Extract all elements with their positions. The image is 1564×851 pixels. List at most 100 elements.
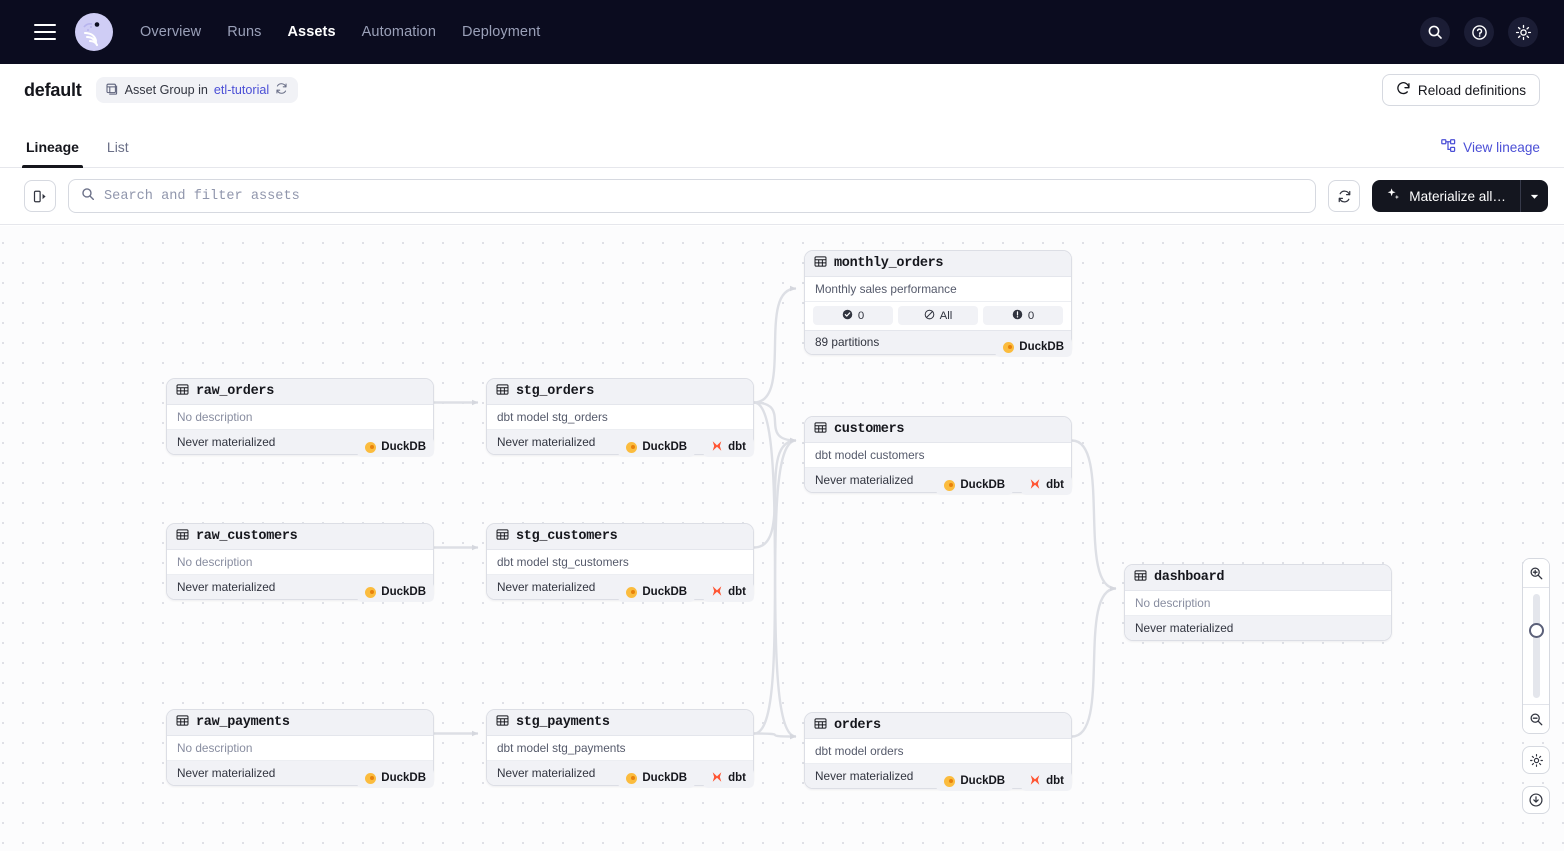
gear-icon[interactable] bbox=[1508, 17, 1538, 47]
hamburger-menu-icon[interactable] bbox=[34, 24, 56, 40]
asset-node-name: stg_payments bbox=[516, 715, 610, 730]
zoom-out-icon[interactable] bbox=[1523, 705, 1549, 733]
asset-node-monthly_orders[interactable]: monthly_orders Monthly sales performance… bbox=[804, 250, 1072, 355]
search-icon bbox=[81, 187, 95, 206]
tag-duckdb[interactable]: DuckDB bbox=[357, 768, 434, 788]
table-icon bbox=[814, 421, 827, 439]
asset-node-header: raw_payments bbox=[167, 710, 433, 736]
search-field-wrapper[interactable] bbox=[68, 179, 1317, 213]
asset-node-description: No description bbox=[167, 550, 433, 575]
refresh-graph-button[interactable] bbox=[1328, 180, 1361, 212]
asset-node-tags-raw_orders: DuckDB bbox=[166, 437, 434, 457]
graph-toolbar: Materialize all… bbox=[0, 168, 1564, 225]
materialize-all-label: Materialize all… bbox=[1409, 188, 1506, 204]
dbt-icon bbox=[1029, 478, 1041, 493]
tag-duckdb[interactable]: DuckDB bbox=[936, 771, 1014, 791]
search-input[interactable] bbox=[104, 188, 1304, 204]
graph-settings-gear-icon[interactable] bbox=[1522, 746, 1550, 774]
tag-duckdb[interactable]: DuckDB bbox=[357, 437, 434, 457]
nav-link-deployment[interactable]: Deployment bbox=[462, 24, 541, 40]
tag-label: DuckDB bbox=[381, 586, 426, 598]
asset-group-chip[interactable]: Asset Group in etl-tutorial bbox=[95, 77, 299, 103]
reload-definitions-button[interactable]: Reload definitions bbox=[1381, 74, 1540, 106]
reload-definitions-label: Reload definitions bbox=[1417, 82, 1526, 98]
materialize-all-button[interactable]: Materialize all… bbox=[1372, 180, 1520, 212]
nav-link-overview[interactable]: Overview bbox=[140, 24, 202, 40]
center-focus-icon[interactable] bbox=[1522, 786, 1550, 814]
asset-node-tags-monthly_orders: DuckDB bbox=[804, 337, 1072, 357]
failed-circle-icon bbox=[1012, 309, 1023, 323]
asset-node-description: No description bbox=[167, 405, 433, 430]
duckdb-icon bbox=[365, 441, 377, 453]
tag-dbt[interactable]: dbt bbox=[1021, 475, 1072, 495]
tabs-row: Lineage List View lineage bbox=[0, 116, 1564, 168]
partition-chip-2[interactable]: 0 bbox=[983, 306, 1063, 325]
edge-stg_orders-to-customers bbox=[753, 401, 797, 444]
edge-customers-to-dashboard bbox=[1071, 439, 1117, 592]
nav-link-runs[interactable]: Runs bbox=[227, 24, 262, 40]
asset-node-description: Monthly sales performance bbox=[805, 277, 1071, 302]
search-icon[interactable] bbox=[1420, 17, 1450, 47]
help-icon[interactable] bbox=[1464, 17, 1494, 47]
partition-chip-1[interactable]: All bbox=[898, 306, 978, 325]
table-icon bbox=[176, 528, 189, 546]
table-icon bbox=[496, 714, 509, 732]
asset-node-header: customers bbox=[805, 417, 1071, 443]
reload-definitions-icon bbox=[1396, 81, 1411, 99]
chevron-down-icon[interactable] bbox=[1520, 180, 1548, 212]
asset-node-tags-customers: DuckDB dbt bbox=[804, 475, 1072, 495]
edge-stg_orders-to-monthly_orders bbox=[753, 285, 797, 404]
duckdb-icon bbox=[1003, 341, 1015, 353]
tag-dbt[interactable]: dbt bbox=[703, 437, 754, 457]
tag-label: DuckDB bbox=[960, 479, 1006, 491]
tag-label: dbt bbox=[728, 772, 746, 784]
asset-node-header: dashboard bbox=[1125, 565, 1391, 591]
zoom-slider-handle[interactable] bbox=[1528, 623, 1544, 639]
tag-label: dbt bbox=[728, 441, 746, 453]
partition-chip-value: All bbox=[939, 309, 953, 322]
top-navigation-bar: Overview Runs Assets Automation Deployme… bbox=[0, 0, 1564, 64]
tag-dbt[interactable]: dbt bbox=[703, 768, 754, 788]
tag-duckdb[interactable]: DuckDB bbox=[995, 337, 1072, 357]
tag-label: dbt bbox=[728, 586, 746, 598]
tag-dbt[interactable]: dbt bbox=[703, 582, 754, 602]
tab-list[interactable]: List bbox=[106, 139, 129, 155]
zoom-slider[interactable] bbox=[1523, 588, 1549, 704]
tag-dbt[interactable]: dbt bbox=[1021, 771, 1072, 791]
tag-duckdb[interactable]: DuckDB bbox=[936, 475, 1014, 495]
asset-node-tags-stg_payments: DuckDB dbt bbox=[486, 768, 754, 788]
duckdb-icon bbox=[944, 775, 956, 787]
partition-chip-0[interactable]: 0 bbox=[813, 306, 893, 325]
asset-node-header: stg_orders bbox=[487, 379, 753, 405]
nav-link-assets[interactable]: Assets bbox=[287, 24, 336, 40]
asset-node-tags-stg_orders: DuckDB dbt bbox=[486, 437, 754, 457]
tag-duckdb[interactable]: DuckDB bbox=[357, 582, 434, 602]
dagster-logo-icon[interactable] bbox=[74, 12, 114, 52]
tag-label: dbt bbox=[1046, 775, 1064, 787]
nav-link-automation[interactable]: Automation bbox=[361, 24, 437, 40]
tag-duckdb[interactable]: DuckDB bbox=[618, 768, 696, 788]
asset-node-name: stg_customers bbox=[516, 529, 618, 544]
asset-group-icon bbox=[106, 82, 119, 98]
tab-lineage[interactable]: Lineage bbox=[22, 139, 83, 168]
asset-group-chip-location[interactable]: etl-tutorial bbox=[213, 83, 270, 97]
asset-node-header: monthly_orders bbox=[805, 251, 1071, 277]
tag-duckdb[interactable]: DuckDB bbox=[618, 582, 696, 602]
tag-duckdb[interactable]: DuckDB bbox=[618, 437, 696, 457]
dbt-icon bbox=[711, 440, 723, 455]
zoom-in-icon[interactable] bbox=[1523, 559, 1549, 587]
duckdb-icon bbox=[626, 772, 638, 784]
refresh-icon[interactable] bbox=[275, 82, 288, 98]
tag-label: DuckDB bbox=[642, 586, 688, 598]
table-icon bbox=[1134, 569, 1147, 587]
view-lineage-link[interactable]: View lineage bbox=[1441, 139, 1540, 156]
asset-node-header: raw_customers bbox=[167, 524, 433, 550]
asset-node-header: stg_payments bbox=[487, 710, 753, 736]
panel-toggle-icon[interactable] bbox=[24, 180, 56, 212]
asset-node-name: orders bbox=[834, 718, 881, 733]
